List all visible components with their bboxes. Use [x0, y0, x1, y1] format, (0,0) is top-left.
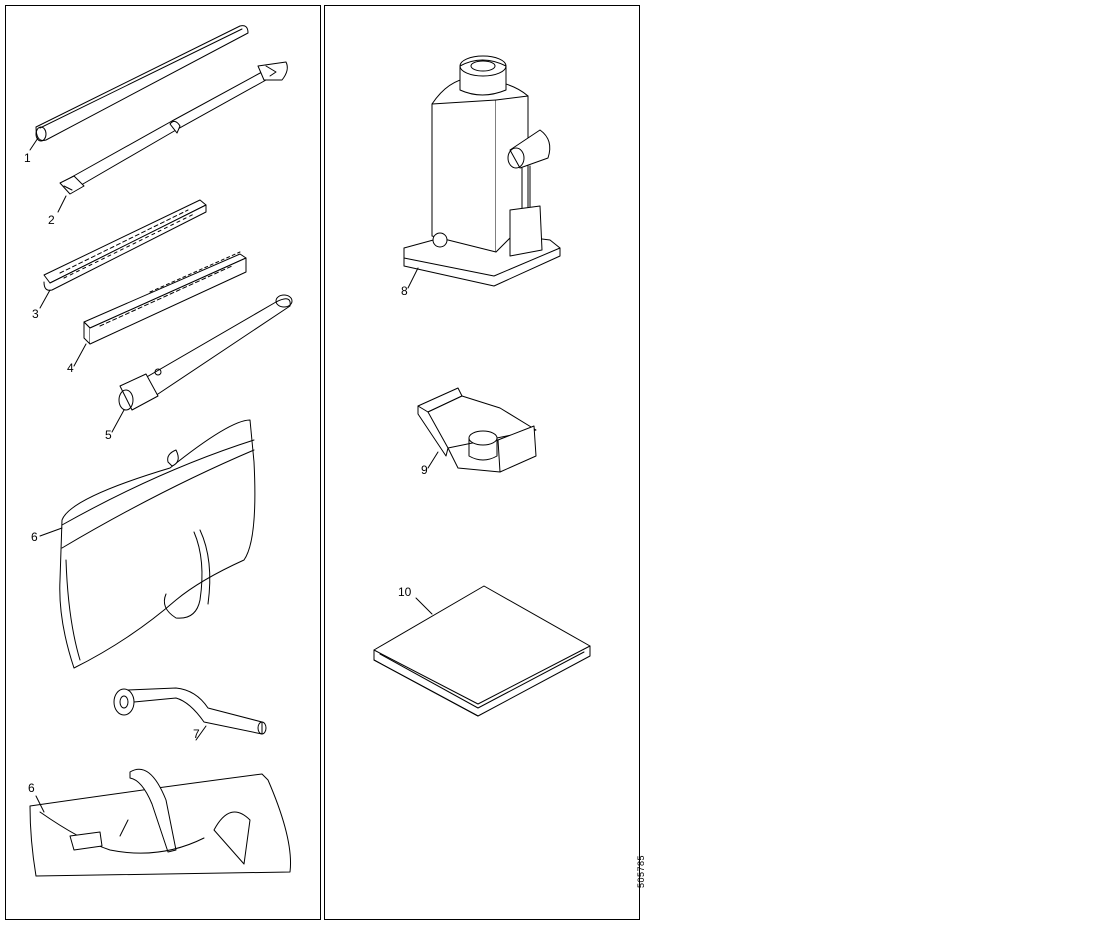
callout-4: 4 [67, 361, 74, 375]
tool-wrap-part [29, 768, 291, 877]
callout-2: 2 [48, 213, 55, 227]
callout-7: 7 [193, 727, 200, 741]
tool-bag-part [39, 419, 256, 669]
ratchet-rail-part [39, 199, 207, 309]
callout-9: 9 [421, 463, 428, 477]
wheel-brace-part [111, 294, 293, 433]
callout-5: 5 [105, 428, 112, 442]
square-tube-part [73, 251, 247, 367]
callout-8: 8 [401, 284, 408, 298]
callout-3: 3 [32, 307, 39, 321]
bent-handle-part [113, 687, 267, 741]
callout-6b: 6 [28, 781, 35, 795]
callout-1: 1 [24, 151, 31, 165]
reference-code: 505785 [636, 854, 646, 888]
callout-10: 10 [398, 585, 412, 599]
callout-6a: 6 [31, 530, 38, 544]
extension-tube-part [29, 25, 249, 151]
bottle-jack-part [403, 55, 561, 289]
rod-with-fittings-part [57, 61, 288, 213]
left-panel [5, 5, 321, 920]
jack-adapter-part [417, 387, 537, 473]
jack-pad-part [373, 585, 591, 717]
